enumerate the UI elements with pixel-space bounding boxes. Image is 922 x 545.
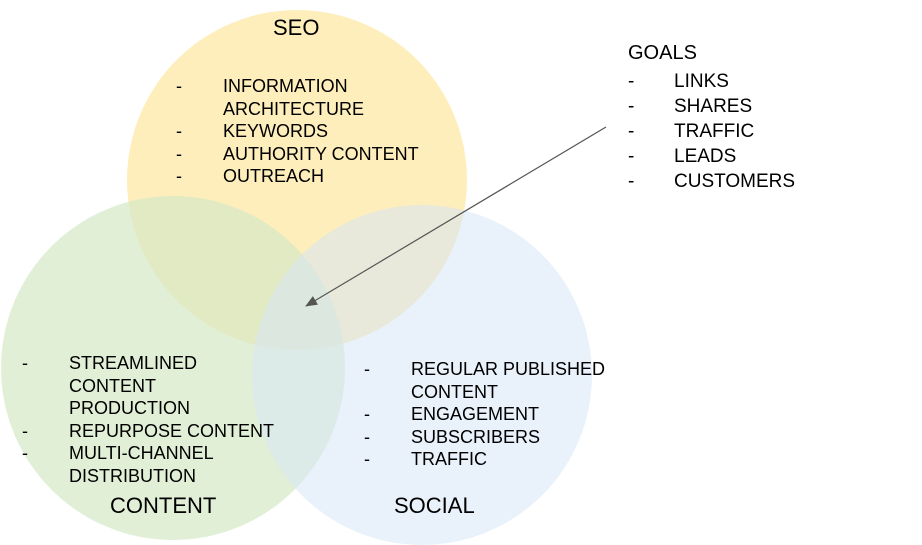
goal-label: LINKS xyxy=(674,71,729,92)
goals-title: GOALS xyxy=(628,42,697,64)
list-item: - OUTREACH xyxy=(176,165,419,188)
goals-arrow xyxy=(305,126,607,307)
bullet-dash: - xyxy=(364,359,370,379)
list-item-label: SUBSCRIBERS xyxy=(411,426,541,447)
bullet-dash: - xyxy=(364,426,370,447)
goal-bullet: - xyxy=(628,146,635,167)
content-item-list: - STREAMLINED CONTENT PRODUCTION - REPURPOS… xyxy=(22,352,274,487)
bullet-dash: - xyxy=(176,121,182,141)
list-item: - AUTHORITY CONTENT xyxy=(176,143,419,166)
list-item-label: INFORMATION ARCHITECTURE xyxy=(223,76,365,119)
list-item: - REPURPOSE CONTENT xyxy=(22,420,274,443)
social-item-list: - REGULAR PUBLISHED CONTENT - ENGAGEMENT - SU… xyxy=(364,358,605,471)
social-circle xyxy=(252,205,592,545)
goal-item: - CUSTOMERS xyxy=(628,169,795,194)
list-item-label: AUTHORITY CONTENT xyxy=(223,143,419,164)
list-item: - KEYWORDS xyxy=(176,120,419,143)
goal-bullet: - xyxy=(628,121,635,142)
goal-item: - SHARES xyxy=(628,94,795,119)
content-circle xyxy=(1,196,345,540)
bullet-dash: - xyxy=(22,443,28,463)
goal-bullet: - xyxy=(628,71,635,92)
list-item-label: KEYWORDS xyxy=(223,121,329,141)
list-item-label: MULTI-CHANNEL DISTRIBUTION xyxy=(69,443,214,486)
list-item: - REGULAR PUBLISHED CONTENT xyxy=(364,358,605,403)
goal-item: - LEADS xyxy=(628,144,795,169)
goal-label: TRAFFIC xyxy=(674,121,755,142)
seo-item-list: - INFORMATION ARCHITECTURE - KEYWORDS - AUTHO… xyxy=(176,75,419,188)
list-item: - TRAFFIC xyxy=(364,448,605,471)
bullet-dash: - xyxy=(22,420,28,441)
goal-label: LEADS xyxy=(674,146,737,167)
list-item-label: ENGAGEMENT xyxy=(411,404,540,424)
content-title: CONTENT xyxy=(110,493,217,518)
goal-bullet: - xyxy=(628,171,635,192)
goal-label: CUSTOMERS xyxy=(674,171,796,192)
list-item-label: OUTREACH xyxy=(223,166,325,186)
bullet-dash: - xyxy=(364,449,370,469)
social-title: SOCIAL xyxy=(394,493,475,518)
list-item: - INFORMATION ARCHITECTURE xyxy=(176,75,419,120)
bullet-dash: - xyxy=(364,404,370,424)
list-item: - SUBSCRIBERS xyxy=(364,426,605,449)
list-item-label: REPURPOSE CONTENT xyxy=(69,420,275,441)
bullet-dash: - xyxy=(176,76,182,96)
goal-bullet: - xyxy=(628,96,635,117)
list-item-label: REGULAR PUBLISHED CONTENT xyxy=(411,359,606,402)
goals-item-list: - LINKS - SHARES - TRAFFIC - LEADS - CUSTOMERS xyxy=(628,69,795,194)
seo-title: SEO xyxy=(273,15,320,40)
goal-label: SHARES xyxy=(674,96,753,117)
list-item: - STREAMLINED CONTENT PRODUCTION xyxy=(22,352,274,420)
list-item-label: TRAFFIC xyxy=(411,449,487,469)
goal-item: - TRAFFIC xyxy=(628,119,795,144)
list-item: - ENGAGEMENT xyxy=(364,403,605,426)
list-item-label: STREAMLINED CONTENT PRODUCTION xyxy=(69,353,198,418)
list-item: - MULTI-CHANNEL DISTRIBUTION xyxy=(22,442,274,487)
bullet-dash: - xyxy=(22,353,28,373)
goal-item: - LINKS xyxy=(628,69,795,94)
bullet-dash: - xyxy=(176,143,182,164)
bullet-dash: - xyxy=(176,166,182,186)
